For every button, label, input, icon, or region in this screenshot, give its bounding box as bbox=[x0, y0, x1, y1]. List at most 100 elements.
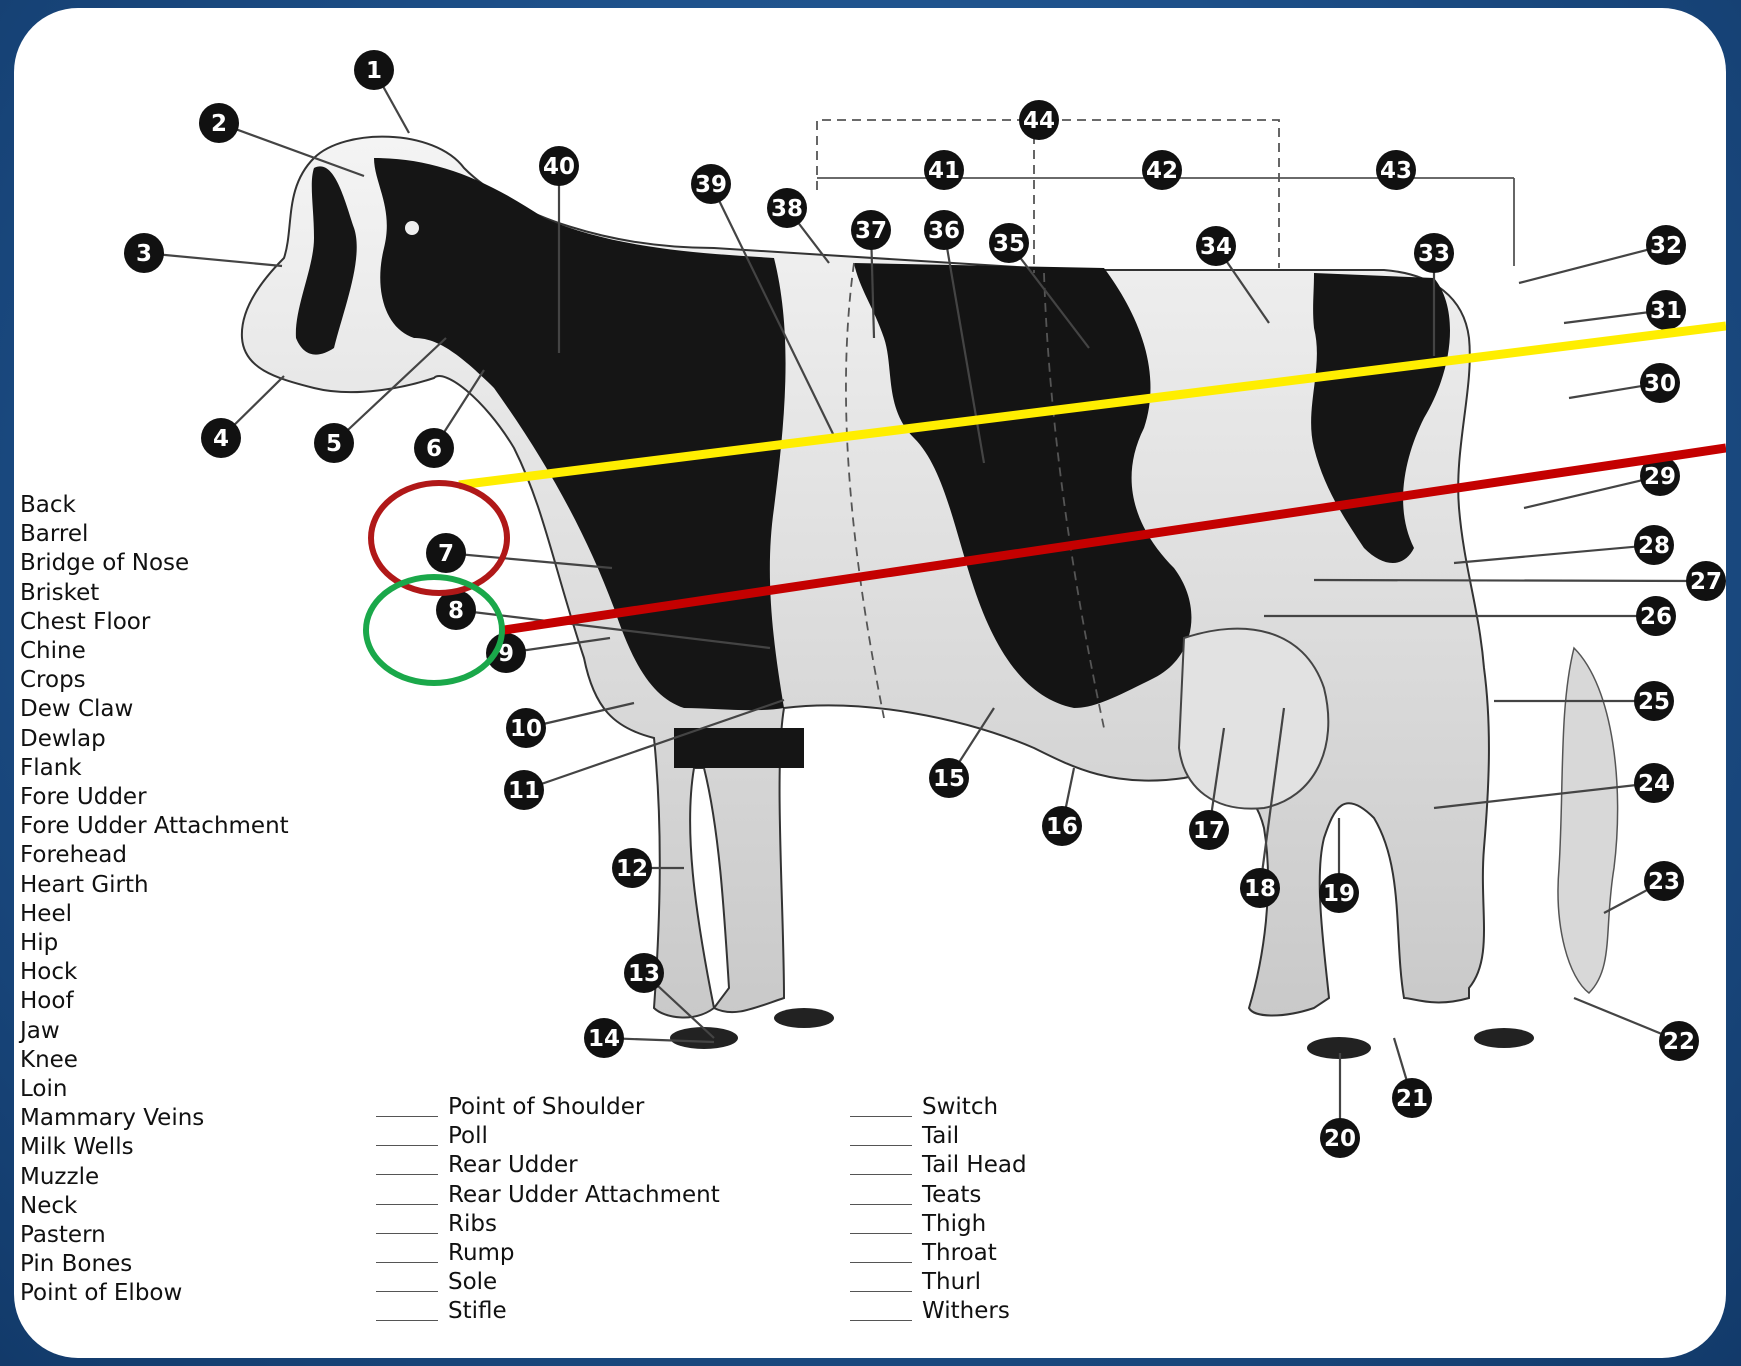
answer-blank bbox=[376, 1145, 438, 1146]
term-label: Chest Floor bbox=[20, 611, 150, 634]
marker-26: 26 bbox=[1636, 596, 1676, 636]
marker-number: 10 bbox=[510, 716, 542, 742]
term-label: Neck bbox=[20, 1195, 77, 1218]
marker-number: 22 bbox=[1663, 1029, 1695, 1055]
marker-number: 24 bbox=[1638, 771, 1670, 797]
term-label: Forehead bbox=[20, 844, 127, 867]
marker-number: 32 bbox=[1650, 233, 1682, 259]
term-label: Back bbox=[20, 494, 76, 517]
marker-number: 3 bbox=[136, 241, 152, 267]
term-label: Poll bbox=[448, 1125, 488, 1148]
term-label: Hip bbox=[20, 932, 58, 955]
marker-number: 39 bbox=[695, 172, 727, 198]
term-label: Thigh bbox=[922, 1213, 986, 1236]
term-label: Muzzle bbox=[20, 1166, 99, 1189]
term-label: Pastern bbox=[20, 1224, 106, 1247]
marker-32: 32 bbox=[1646, 225, 1686, 265]
marker-5: 5 bbox=[314, 423, 354, 463]
term-label: Jaw bbox=[20, 1020, 60, 1043]
marker-number: 26 bbox=[1640, 604, 1672, 630]
answer-blank bbox=[376, 1262, 438, 1263]
marker-8: 8 bbox=[436, 590, 476, 630]
marker-43: 43 bbox=[1376, 150, 1416, 190]
marker-number: 31 bbox=[1650, 298, 1682, 324]
term-label: Milk Wells bbox=[20, 1136, 134, 1159]
marker-number: 38 bbox=[771, 196, 803, 222]
marker-30: 30 bbox=[1640, 363, 1680, 403]
term-label: Pin Bones bbox=[20, 1253, 132, 1276]
front-hoof-right bbox=[774, 1008, 834, 1028]
marker-number: 6 bbox=[426, 436, 442, 462]
marker-number: 23 bbox=[1648, 869, 1680, 895]
marker-number: 20 bbox=[1324, 1126, 1356, 1152]
marker-11: 11 bbox=[504, 770, 544, 810]
marker-39: 39 bbox=[691, 164, 731, 204]
front-hoof-left bbox=[670, 1027, 738, 1049]
marker-17: 17 bbox=[1189, 810, 1229, 850]
rear-hoof-right bbox=[1474, 1028, 1534, 1048]
marker-number: 2 bbox=[211, 111, 227, 137]
marker-number: 4 bbox=[213, 426, 229, 452]
marker-number: 8 bbox=[448, 598, 464, 624]
term-label: Brisket bbox=[20, 582, 99, 605]
marker-number: 25 bbox=[1638, 689, 1670, 715]
marker-number: 11 bbox=[508, 778, 540, 804]
answer-blank bbox=[376, 1320, 438, 1321]
answer-blank bbox=[850, 1291, 912, 1292]
marker-15: 15 bbox=[929, 758, 969, 798]
marker-19: 19 bbox=[1319, 873, 1359, 913]
marker-36: 36 bbox=[924, 210, 964, 250]
marker-number: 14 bbox=[588, 1026, 620, 1052]
marker-18: 18 bbox=[1240, 868, 1280, 908]
marker-34: 34 bbox=[1196, 226, 1236, 266]
term-label: Switch bbox=[922, 1096, 998, 1119]
term-label: Point of Shoulder bbox=[448, 1096, 644, 1119]
term-label: Thurl bbox=[922, 1271, 981, 1294]
term-label: Tail Head bbox=[922, 1154, 1027, 1177]
marker-number: 28 bbox=[1638, 533, 1670, 559]
term-label: Chine bbox=[20, 640, 86, 663]
term-label: Withers bbox=[922, 1300, 1010, 1323]
marker-22: 22 bbox=[1659, 1021, 1699, 1061]
marker-number: 36 bbox=[928, 218, 960, 244]
marker-6: 6 bbox=[414, 428, 454, 468]
answer-blank bbox=[376, 1116, 438, 1117]
marker-13: 13 bbox=[624, 953, 664, 993]
marker-10: 10 bbox=[506, 708, 546, 748]
term-label: Barrel bbox=[20, 523, 88, 546]
term-label: Teats bbox=[922, 1184, 981, 1207]
marker-number: 17 bbox=[1193, 818, 1225, 844]
term-label: Rump bbox=[448, 1242, 515, 1265]
marker-number: 40 bbox=[543, 154, 575, 180]
marker-number: 1 bbox=[366, 58, 382, 84]
marker-2: 2 bbox=[199, 103, 239, 143]
marker-7: 7 bbox=[426, 533, 466, 573]
marker-number: 21 bbox=[1396, 1086, 1428, 1112]
marker-42: 42 bbox=[1142, 150, 1182, 190]
term-label: Sole bbox=[448, 1271, 497, 1294]
marker-number: 34 bbox=[1200, 234, 1232, 260]
marker-40: 40 bbox=[539, 146, 579, 186]
answer-blank bbox=[850, 1204, 912, 1205]
term-label: Dew Claw bbox=[20, 698, 133, 721]
marker-16: 16 bbox=[1042, 806, 1082, 846]
term-label: Point of Elbow bbox=[20, 1282, 182, 1305]
term-label: Throat bbox=[922, 1242, 997, 1265]
marker-3: 3 bbox=[124, 233, 164, 273]
marker-number: 27 bbox=[1690, 569, 1722, 595]
answer-blank bbox=[376, 1291, 438, 1292]
term-label: Heel bbox=[20, 903, 72, 926]
term-label: Heart Girth bbox=[20, 874, 149, 897]
term-label: Crops bbox=[20, 669, 86, 692]
marker-21: 21 bbox=[1392, 1078, 1432, 1118]
marker-number: 29 bbox=[1644, 464, 1676, 490]
term-label: Hoof bbox=[20, 990, 74, 1013]
marker-number: 42 bbox=[1146, 158, 1178, 184]
term-label: Knee bbox=[20, 1049, 78, 1072]
marker-number: 43 bbox=[1380, 158, 1412, 184]
term-label: Ribs bbox=[448, 1213, 497, 1236]
cow-udder bbox=[1179, 629, 1328, 809]
marker-23: 23 bbox=[1644, 861, 1684, 901]
